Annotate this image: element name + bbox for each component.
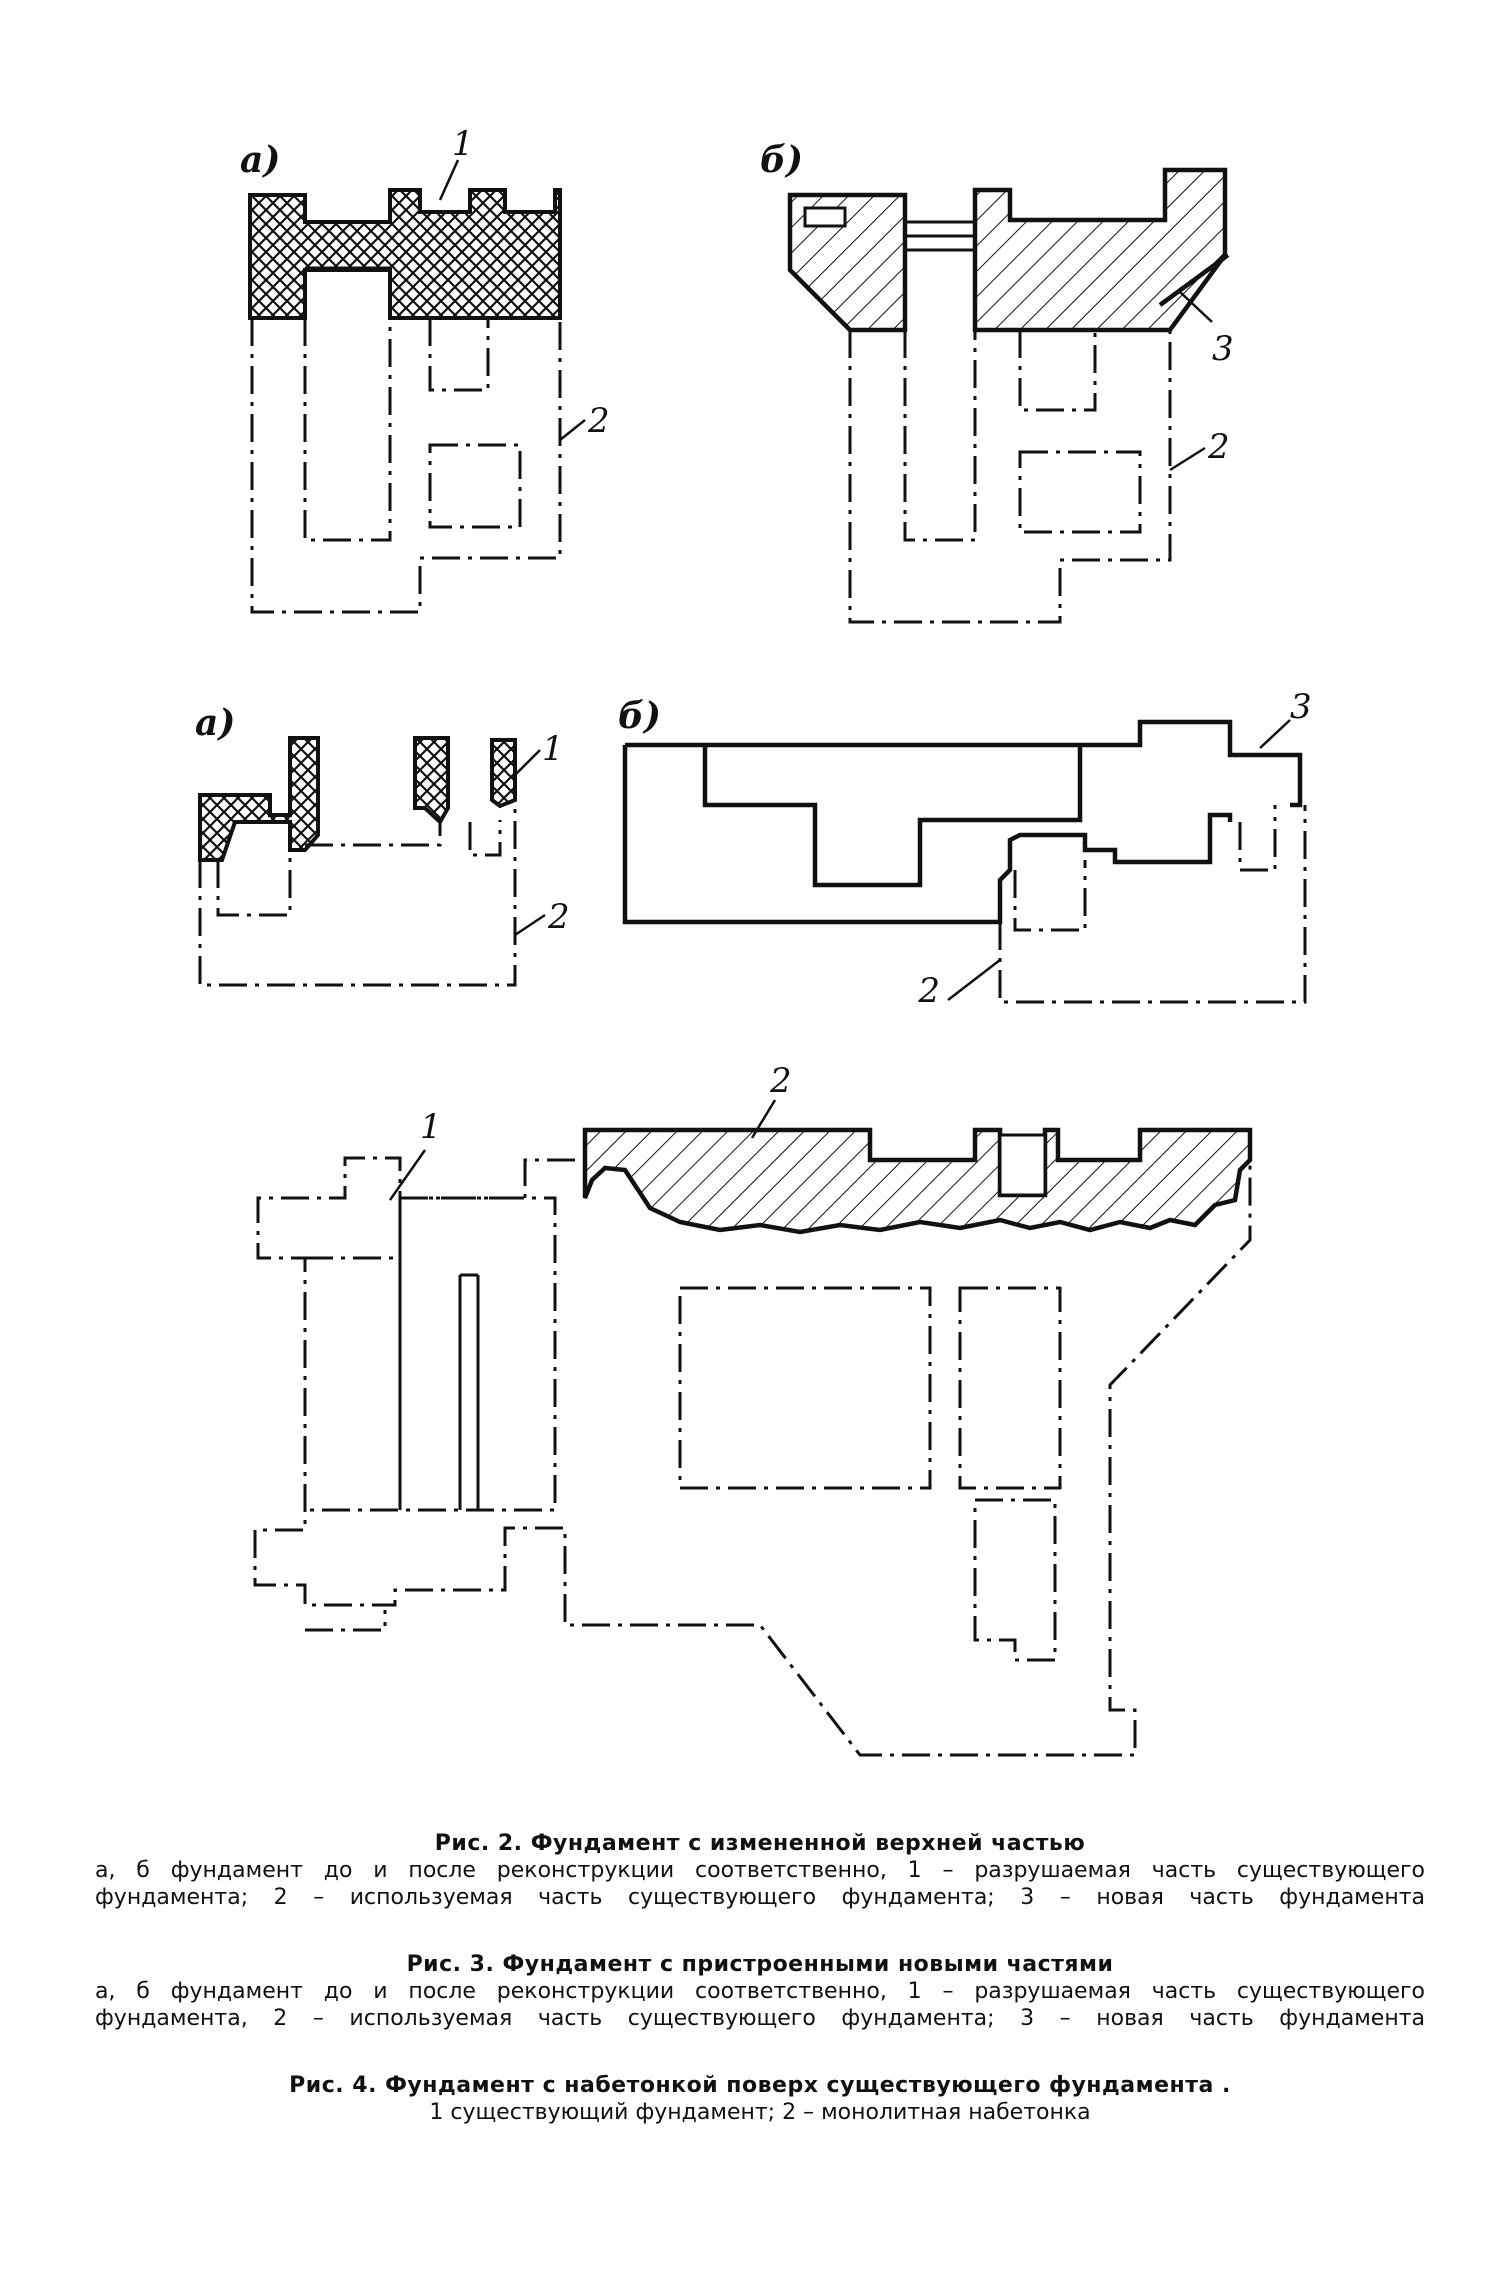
fig2b-label: б) bbox=[760, 139, 803, 181]
fig3b-callout-2: 2 bbox=[917, 971, 940, 1011]
caption-fig2-line2: фундамента; 2 – используемая часть сущес… bbox=[95, 1885, 1425, 1910]
captions: Рис. 2. Фундамент с измененной верхней ч… bbox=[95, 1830, 1425, 2166]
fig3a-diagram: а) 1 2 bbox=[195, 702, 570, 987]
fig3a-demolished-parts bbox=[198, 736, 320, 862]
fig4-monolithic-topping bbox=[582, 1127, 1253, 1235]
fig2a-demolished-part bbox=[248, 188, 562, 320]
fig3b-label: б) bbox=[618, 695, 661, 737]
fig4-existing-foundation bbox=[253, 1156, 1252, 1757]
caption-fig2-line1: а, б фундамент до и после реконструкции … bbox=[95, 1858, 1425, 1883]
fig3b-new-part bbox=[622, 719, 1303, 925]
fig2a-callout-2: 2 bbox=[587, 401, 610, 441]
fig3a-callout-2: 2 bbox=[547, 897, 570, 937]
caption-fig2-title: Рис. 2. Фундамент с измененной верхней ч… bbox=[434, 1831, 1086, 1856]
fig2b-diagram: б) 3 2 bbox=[760, 139, 1234, 624]
fig3b-diagram: б) 3 2 bbox=[618, 687, 1312, 1011]
caption-fig3-title: Рис. 3. Фундамент с пристроенными новыми… bbox=[406, 1952, 1114, 1977]
caption-fig3: Рис. 3. Фундамент с пристроенными новыми… bbox=[95, 1951, 1425, 2032]
fig2b-new-part-left bbox=[787, 192, 908, 333]
fig2b-callout-2: 2 bbox=[1207, 427, 1230, 467]
fig2a-label: а) bbox=[240, 139, 280, 181]
caption-fig3-line1: а, б фундамент до и после реконструкции … bbox=[95, 1979, 1425, 2004]
fig4-callout-1: 1 bbox=[420, 1107, 442, 1147]
fig4-callout-2: 2 bbox=[769, 1061, 792, 1101]
caption-fig2: Рис. 2. Фундамент с измененной верхней ч… bbox=[95, 1830, 1425, 1911]
fig2b-new-part-right bbox=[972, 167, 1228, 333]
caption-fig4: Рис. 4. Фундамент с набетонкой поверх су… bbox=[95, 2072, 1425, 2126]
fig2a-callout-1: 1 bbox=[452, 124, 474, 164]
fig4-diagram: 2 1 bbox=[253, 1061, 1253, 1757]
fig3a-label: а) bbox=[195, 702, 235, 744]
caption-fig4-title: Рис. 4. Фундамент с набетонкой поверх су… bbox=[289, 2073, 1231, 2098]
fig2b-callout-3: 3 bbox=[1212, 329, 1234, 369]
caption-fig4-line1: 1 существующий фундамент; 2 – монолитная… bbox=[429, 2100, 1091, 2125]
fig3a-callout-1: 1 bbox=[542, 729, 564, 769]
caption-fig3-line2: фундамента, 2 – используемая часть сущес… bbox=[95, 2006, 1425, 2031]
fig3b-callout-3: 3 bbox=[1290, 687, 1312, 727]
fig2a-diagram: а) 1 2 bbox=[240, 124, 610, 614]
